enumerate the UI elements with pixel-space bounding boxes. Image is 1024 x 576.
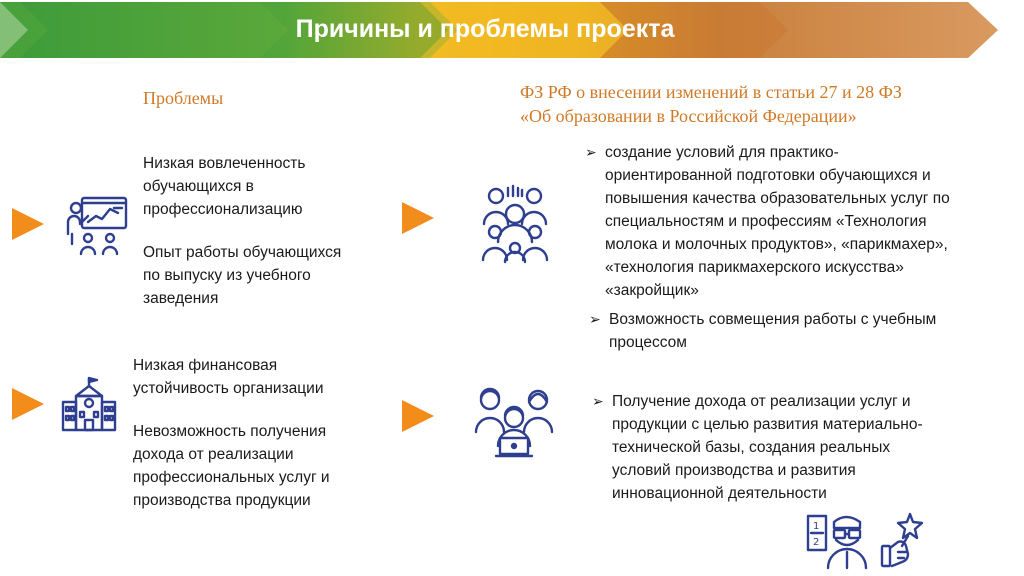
problem-line: профессионализацию xyxy=(143,201,303,218)
bullet-arrow-icon: ➢ xyxy=(589,311,601,327)
page-title: Причины и проблемы проекта xyxy=(295,15,675,43)
problem-line: Невозможность получения xyxy=(133,423,327,440)
team-laptop-icon xyxy=(474,387,554,458)
bullet-arrow-icon: ➢ xyxy=(592,393,604,409)
problem-line: устойчивость организации xyxy=(133,380,324,397)
problems-heading: Проблемы xyxy=(143,88,224,108)
hand-star-award-icon xyxy=(880,512,924,568)
arrow-right-icon xyxy=(12,388,44,420)
problem-line: обучающихся в xyxy=(143,178,254,195)
problem-line: по выпуску из учебного xyxy=(143,267,311,284)
problem-line: дохода от реализации xyxy=(133,446,294,463)
arrow-right-icon xyxy=(402,400,434,432)
problem-line: профессиональных услуг и xyxy=(133,469,330,486)
arrow-right-icon xyxy=(12,208,44,240)
bullet-arrow-icon: ➢ xyxy=(585,144,597,160)
header-banner xyxy=(0,2,998,58)
bullet-item-1: ➢ создание условий для практико- ориенти… xyxy=(585,141,1005,302)
arrow-right-icon xyxy=(402,202,434,234)
problem-line: Опыт работы обучающихся xyxy=(143,244,342,261)
teacher-presentation-icon xyxy=(66,196,128,256)
problem-line: Низкая вовлеченность xyxy=(143,155,306,172)
problem-block-1: Низкая вовлеченность обучающихся в профе… xyxy=(143,152,383,310)
law-heading: ФЗ РФ о внесении изменений в статьи 27 и… xyxy=(520,82,902,126)
svg-text:1: 1 xyxy=(813,521,819,532)
problem-line: производства продукции xyxy=(133,492,311,509)
svg-text:2: 2 xyxy=(813,537,819,548)
problem-line: Низкая финансовая xyxy=(133,357,278,374)
problem-line: заведения xyxy=(143,290,219,307)
problem-block-2: Низкая финансовая устойчивость организац… xyxy=(133,354,373,512)
school-building-icon xyxy=(61,376,117,432)
bullet-item-2: ➢ Возможность совмещения работы с учебны… xyxy=(589,308,1009,354)
team-people-icon xyxy=(481,184,549,264)
student-math-icon: 1 2 xyxy=(806,514,868,570)
bullet-item-3: ➢ Получение дохода от реализации услуг и… xyxy=(592,390,1012,505)
